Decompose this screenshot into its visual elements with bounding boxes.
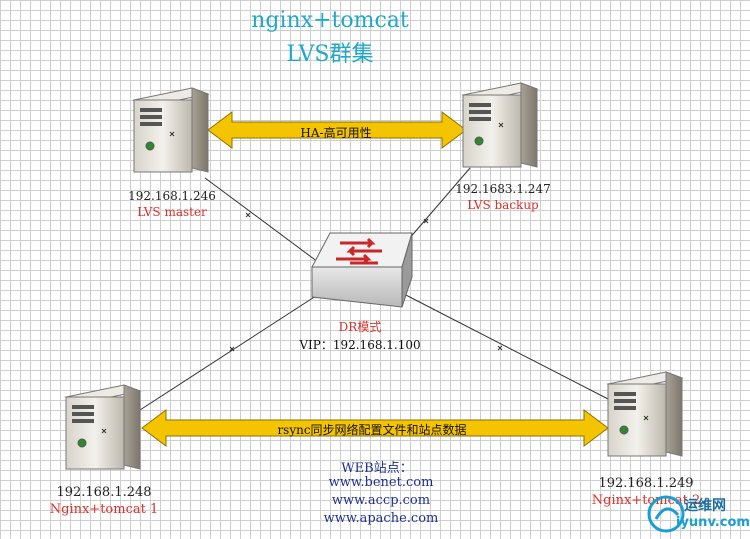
switch-mode-label: DR模式: [338, 320, 382, 334]
link-switch-web2: [399, 291, 611, 401]
lvs-master-ip: 192.168.1.246: [128, 189, 216, 203]
web-site-2: www.accp.com: [331, 493, 431, 508]
lvs-backup-ip: 192.1683.1.247: [455, 182, 551, 196]
server-web1: [64, 384, 142, 470]
rsync-arrow-label: rsync同步网络配置文件和站点数据: [277, 423, 467, 437]
web-site-1: www.benet.com: [328, 475, 434, 490]
link-switch-web1: [139, 291, 323, 411]
lvs-backup-role: LVS backup: [467, 198, 539, 212]
web1-ip: 192.168.1.248: [56, 485, 152, 500]
server-lvs-master: [132, 87, 210, 173]
web-site-3: www.apache.com: [323, 511, 439, 526]
web1-role: Nginx+tomcat 1: [49, 502, 159, 517]
title-line1: nginx+tomcat: [251, 8, 409, 33]
server-web2: [606, 371, 684, 457]
web2-role: Nginx+tomcat 2: [591, 493, 701, 508]
title-line2: LVS群集: [286, 42, 374, 67]
watermark: 运维网 iyunv.com: [646, 493, 750, 535]
server-lvs-backup: [461, 82, 539, 168]
watermark-url: iyunv.com: [676, 515, 750, 530]
watermark-text: 运维网: [684, 498, 726, 514]
lvs-master-role: LVS master: [137, 205, 207, 219]
switch-vip-label: VIP：192.168.1.100: [299, 338, 421, 352]
link-markers: [229, 212, 503, 352]
web2-ip: 192.168.1.249: [598, 476, 694, 491]
switch: [311, 232, 413, 308]
web-sites-label: WEB站点：: [341, 461, 413, 476]
watermark-logo-icon: [647, 495, 685, 533]
link-master-switch: [204, 177, 319, 263]
ha-arrow-label: HA-高可用性: [300, 126, 372, 140]
